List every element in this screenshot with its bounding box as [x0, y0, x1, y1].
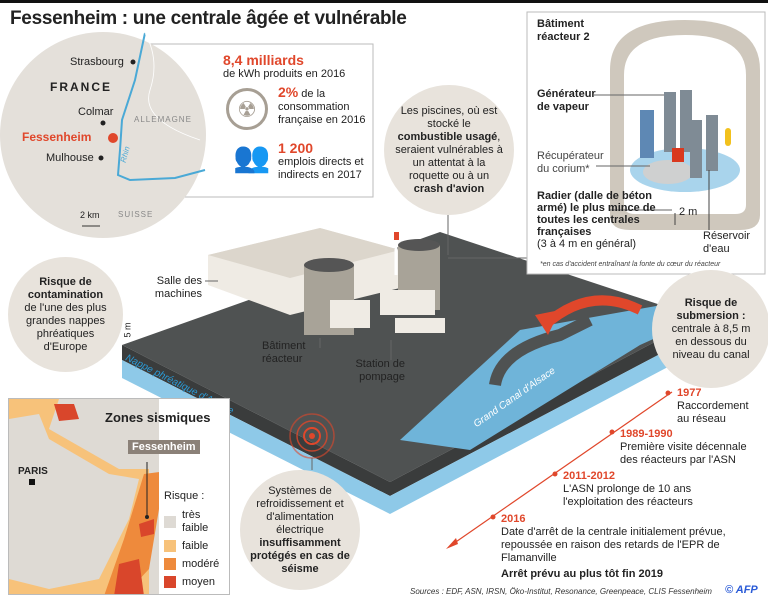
reactor-title: Bâtiment réacteur 2	[537, 18, 590, 43]
city-dot	[98, 155, 104, 161]
annex-building	[380, 290, 435, 315]
country-label: FRANCE	[50, 80, 112, 94]
chimney-top	[394, 232, 399, 240]
canal-dike	[489, 314, 593, 387]
depth-label: 5 m	[122, 322, 133, 338]
zone-moyen	[139, 519, 154, 537]
canal-water	[400, 300, 700, 450]
corium-label: Récupérateur du corium*	[537, 150, 604, 175]
steam-generator	[664, 92, 676, 152]
timeline-arrow	[446, 538, 458, 549]
zone-tres-faible	[9, 414, 139, 589]
pools-callout: Les piscines, où est stocké le combustib…	[384, 85, 514, 215]
slab-edge	[390, 318, 700, 496]
submersion-callout: Risque de submersion :centrale à 8,5 m e…	[652, 270, 768, 388]
seismic-title: Zones sismiques	[105, 410, 211, 425]
germany-label: ALLEMAGNE	[134, 115, 192, 124]
reactor-dome	[398, 239, 440, 251]
page-title: Fessenheim : une centrale âgée et vulnér…	[10, 8, 407, 29]
zone-modere	[104, 471, 167, 594]
zone-moyen	[54, 404, 79, 421]
timeline-dot	[490, 514, 496, 520]
paris-label: PARIS	[18, 466, 48, 477]
legend-swatch	[164, 576, 176, 588]
border-line	[144, 32, 201, 141]
zone-moyen	[114, 559, 144, 594]
timeline-dot	[552, 471, 558, 477]
timeline-dot	[609, 429, 615, 435]
radier-label: Radier (dalle de béton armé) le plus min…	[537, 190, 656, 250]
city-dot	[130, 59, 136, 65]
people-icon: 👥	[233, 141, 271, 174]
seismic-legend: très faible faible modéré moyen	[164, 507, 222, 591]
slab-edge	[122, 345, 390, 496]
core-catcher	[643, 160, 693, 184]
annex-building	[330, 300, 370, 328]
switzerland-label: SUISSE	[118, 210, 154, 219]
timeline-final: Arrêt prévu au plus tôt fin 2019	[501, 568, 663, 580]
steam-generator-label: Générateur de vapeur	[537, 88, 596, 113]
seismic-plant-label: Fessenheim	[128, 440, 200, 454]
afp-logo: © AFP	[725, 584, 758, 596]
legend-item: très faible	[164, 507, 222, 537]
paris-marker	[29, 479, 35, 485]
turbine-hall-roof	[208, 228, 400, 278]
radiation-icon: ☢	[226, 88, 268, 130]
thickness-label: 2 m	[679, 206, 698, 218]
reactor-vessel	[672, 148, 684, 162]
pressurizer	[640, 110, 654, 158]
systems-callout: Systèmes de refroidissement et d'aliment…	[240, 470, 360, 590]
city-dot	[100, 120, 106, 126]
legend-swatch	[164, 540, 176, 552]
legend-item: faible	[164, 537, 222, 555]
stat-production: 8,4 milliards de kWh produits en 2016	[223, 52, 346, 80]
legend-swatch	[164, 516, 176, 528]
city-mulhouse: Mulhouse	[46, 152, 94, 164]
top-bar	[0, 0, 768, 3]
seismic-icon	[289, 413, 335, 459]
groundwater-layer	[390, 333, 700, 514]
tank	[725, 128, 731, 146]
reservoir-label: Réservoir d'eau	[703, 230, 751, 255]
legend-item: modéré	[164, 555, 222, 573]
rhine-river	[116, 32, 206, 182]
timeline-line	[449, 391, 673, 547]
plant-marker	[108, 133, 118, 143]
legend-title: Risque :	[164, 490, 205, 502]
reactor-dome	[304, 258, 354, 272]
steam-generator	[680, 90, 692, 152]
sources: Sources : EDF, ASN, IRSN, Öko-Institut, …	[410, 587, 712, 596]
locator-map	[0, 32, 206, 238]
steam-generator	[706, 115, 718, 171]
plant-pointer-dot	[145, 515, 149, 519]
plant-label: Fessenheim	[22, 130, 92, 144]
pumping-station-label: Station de pompage	[355, 358, 405, 383]
legend-item: moyen	[164, 573, 222, 591]
pumping-station	[395, 318, 445, 333]
flood-arrow-head	[535, 310, 560, 335]
city-colmar: Colmar	[78, 106, 114, 118]
city-strasbourg: Strasbourg	[70, 56, 124, 68]
turbine-hall-label: Salle des machines	[154, 275, 202, 300]
legend-swatch	[164, 558, 176, 570]
steam-generator	[690, 120, 702, 178]
reactor-footnote: *en cas d'accident entraînant la fonte d…	[540, 261, 721, 268]
timeline-dot	[665, 390, 671, 396]
reactor-building-label: Bâtiment réacteur	[262, 340, 306, 365]
scale-label: 2 km	[80, 210, 100, 220]
